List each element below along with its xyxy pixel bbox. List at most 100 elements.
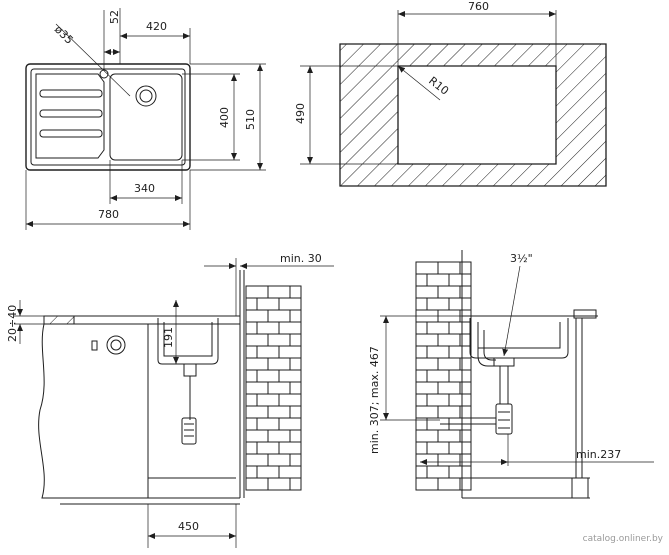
brick bbox=[256, 321, 280, 335]
brick bbox=[437, 429, 461, 443]
brick bbox=[426, 297, 450, 311]
brick bbox=[415, 273, 428, 287]
brick bbox=[245, 381, 269, 395]
brick bbox=[426, 393, 450, 407]
brick bbox=[437, 357, 461, 371]
brick bbox=[256, 297, 280, 311]
brick bbox=[415, 381, 439, 395]
brick bbox=[448, 393, 472, 407]
brick bbox=[415, 441, 428, 455]
brick bbox=[245, 345, 258, 359]
brick bbox=[415, 333, 439, 347]
brick bbox=[267, 357, 291, 371]
brick bbox=[245, 309, 269, 323]
brick bbox=[245, 465, 258, 479]
brick bbox=[256, 345, 280, 359]
dim-191-label: 191 bbox=[162, 327, 175, 348]
brick bbox=[245, 297, 258, 311]
brick bbox=[267, 309, 291, 323]
brick bbox=[437, 381, 461, 395]
brick bbox=[278, 465, 302, 479]
dim-52-label: 52 bbox=[108, 10, 121, 24]
brick bbox=[267, 405, 291, 419]
brick bbox=[267, 429, 291, 443]
brick bbox=[267, 453, 291, 467]
brick bbox=[437, 261, 461, 275]
brick bbox=[245, 417, 258, 431]
brick bbox=[415, 453, 439, 467]
brick bbox=[245, 393, 258, 407]
brick bbox=[448, 441, 472, 455]
brick bbox=[426, 465, 450, 479]
dim-420-label: 420 bbox=[146, 20, 167, 33]
brick bbox=[415, 477, 439, 491]
dim-340-label: 340 bbox=[134, 182, 155, 195]
brick bbox=[278, 321, 302, 335]
dim-780-label: 780 bbox=[98, 208, 119, 221]
brick bbox=[437, 405, 461, 419]
brick bbox=[267, 381, 291, 395]
brick bbox=[415, 345, 428, 359]
brick bbox=[278, 441, 302, 455]
brick bbox=[256, 369, 280, 383]
brick bbox=[245, 369, 258, 383]
brick bbox=[256, 393, 280, 407]
dim-450-label: 450 bbox=[178, 520, 199, 533]
brick bbox=[437, 333, 461, 347]
brick bbox=[289, 333, 302, 347]
watermark-text: catalog.onliner.by bbox=[582, 534, 663, 544]
brick bbox=[426, 321, 450, 335]
brick bbox=[278, 393, 302, 407]
brick bbox=[448, 297, 472, 311]
brick bbox=[415, 357, 439, 371]
brick bbox=[256, 441, 280, 455]
brick bbox=[426, 441, 450, 455]
brick bbox=[415, 297, 428, 311]
brick bbox=[426, 369, 450, 383]
brick bbox=[415, 321, 428, 335]
brick bbox=[426, 345, 450, 359]
brick bbox=[415, 405, 439, 419]
brick bbox=[245, 477, 269, 491]
brick bbox=[245, 285, 269, 299]
brick bbox=[278, 369, 302, 383]
brick bbox=[289, 429, 302, 443]
brick bbox=[415, 285, 439, 299]
brick bbox=[415, 393, 428, 407]
dim-min30-label: min. 30 bbox=[280, 252, 322, 265]
brick bbox=[448, 369, 472, 383]
brick bbox=[448, 465, 472, 479]
sink-plan-view: 420 52 ø35 400 510 340 780 bbox=[25, 8, 266, 230]
dim-min237-label: min.237 bbox=[576, 448, 621, 461]
brick bbox=[448, 321, 472, 335]
brick bbox=[289, 357, 302, 371]
brick bbox=[245, 405, 269, 419]
brick-wall-left bbox=[239, 270, 302, 498]
brick bbox=[437, 477, 461, 491]
brick bbox=[278, 297, 302, 311]
dim-510-label: 510 bbox=[244, 109, 257, 130]
brick bbox=[426, 273, 450, 287]
brick bbox=[289, 285, 302, 299]
brick bbox=[278, 345, 302, 359]
brick bbox=[267, 477, 291, 491]
brick bbox=[267, 333, 291, 347]
installation-section-view: 3½" min. 307; max. 467 min.237 bbox=[368, 250, 654, 499]
brick bbox=[245, 453, 269, 467]
brick bbox=[267, 285, 291, 299]
brick bbox=[245, 429, 269, 443]
brick bbox=[245, 357, 269, 371]
brick bbox=[289, 453, 302, 467]
brick bbox=[448, 345, 472, 359]
brick bbox=[415, 261, 439, 275]
brick bbox=[289, 309, 302, 323]
cabinet-side-view: 191 20÷40 min. 30 450 bbox=[6, 252, 334, 548]
brick bbox=[245, 321, 258, 335]
brick bbox=[245, 441, 258, 455]
brick bbox=[415, 465, 428, 479]
dim-r10-label: R10 bbox=[426, 74, 451, 98]
brick bbox=[448, 273, 472, 287]
countertop-cutout-view: 760 490 R10 bbox=[294, 0, 607, 187]
dim-400-label: 400 bbox=[218, 107, 231, 128]
